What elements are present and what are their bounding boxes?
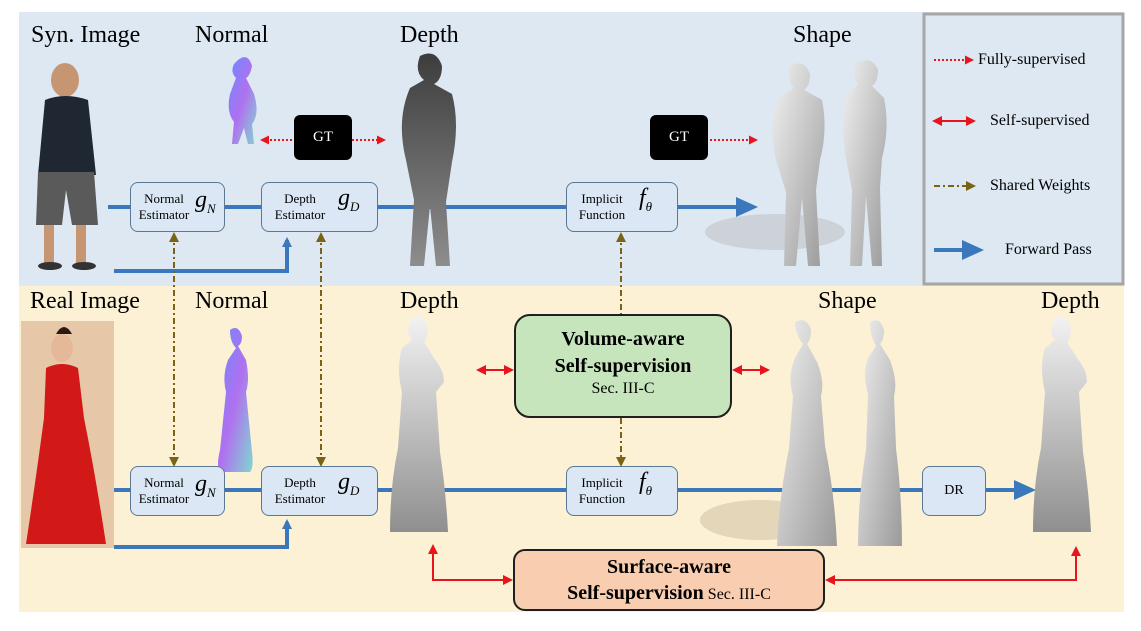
volume-aware-title: Volume-aware	[561, 328, 685, 350]
depth-figure-top	[401, 53, 456, 267]
implicit-function-top: Implicit Function fθ	[566, 182, 678, 232]
volume-aware-section: Sec. III-C	[591, 380, 655, 397]
normal-map-figure-bottom	[218, 328, 253, 472]
implicit-function-symbol: fθ	[639, 469, 653, 498]
normal-estimator-symbol: gN	[195, 187, 216, 216]
depth-estimator-line1: Depth	[284, 191, 316, 206]
surface-aware-title: Surface-aware	[606, 556, 732, 578]
depth-label-bottom: Depth	[400, 288, 459, 314]
implicit-function-line2: Function	[578, 491, 626, 506]
normal-estimator-line2: Estimator	[138, 207, 190, 222]
shape-label-top: Shape	[793, 22, 852, 48]
normal-label-top: Normal	[195, 22, 269, 48]
legend-label-self-supervised: Self-supervised	[990, 112, 1090, 129]
legend-box	[922, 12, 1125, 286]
surface-aware-subtitle: Self-supervision	[567, 582, 704, 604]
normal-estimator-line1: Normal	[144, 191, 184, 206]
implicit-function-symbol: fθ	[639, 185, 653, 214]
implicit-function-line1: Implicit	[581, 475, 623, 490]
depth-estimator-top: Depth Estimator gD	[261, 182, 378, 232]
depth-estimator-line1: Depth	[284, 475, 316, 490]
normal-label-bottom: Normal	[195, 288, 269, 314]
shape-figures-bottom	[700, 320, 902, 546]
depth-label-top: Depth	[400, 22, 459, 48]
surface-aware-self-supervision-box: Surface-aware Self-supervision Sec. III-…	[513, 549, 825, 611]
real-person-photo	[21, 321, 114, 548]
volume-aware-self-supervision-box: Volume-aware Self-supervision Sec. III-C	[514, 314, 732, 418]
dr-box: DR	[922, 466, 986, 516]
synthetic-person-photo	[36, 63, 98, 270]
gt-box-depth: GT	[294, 115, 352, 160]
normal-estimator-symbol: gN	[195, 471, 216, 500]
normal-estimator-line2: Estimator	[138, 491, 190, 506]
depth-estimator-symbol: gD	[338, 185, 360, 214]
forward-arrow	[114, 519, 292, 549]
legend-label-shared-weights: Shared Weights	[990, 177, 1091, 194]
depth-figure-bottom	[390, 316, 448, 532]
implicit-function-line1: Implicit	[581, 191, 623, 206]
volume-aware-subtitle: Self-supervision	[554, 355, 692, 377]
legend-label-fully-supervised: Fully-supervised	[978, 51, 1086, 68]
depth-estimator-bottom: Depth Estimator gD	[261, 466, 378, 516]
implicit-function-bottom: Implicit Function fθ	[566, 466, 678, 516]
normal-estimator-bottom: Normal Estimator gN	[130, 466, 225, 516]
real-image-label: Real Image	[30, 288, 140, 314]
depth-estimator-line2: Estimator	[274, 207, 326, 222]
surface-aware-section: Sec. III-C	[707, 586, 771, 603]
normal-estimator-line1: Normal	[144, 475, 184, 490]
syn-image-label: Syn. Image	[31, 22, 141, 48]
legend-label-forward-pass: Forward Pass	[1005, 241, 1092, 258]
implicit-function-line2: Function	[578, 207, 626, 222]
normal-map-figure-top	[228, 57, 257, 144]
depth-estimator-symbol: gD	[338, 469, 360, 498]
depth-figure-right	[1033, 316, 1091, 532]
normal-estimator-top: Normal Estimator gN	[130, 182, 225, 232]
shape-label-bottom: Shape	[818, 288, 877, 314]
depth-estimator-line2: Estimator	[274, 491, 326, 506]
shape-figures-top	[705, 60, 887, 267]
depth-label-right: Depth	[1041, 288, 1100, 314]
self-supervised-arrow	[825, 546, 1081, 585]
gt-box-shape: GT	[650, 115, 708, 160]
self-supervised-arrow	[428, 544, 513, 585]
